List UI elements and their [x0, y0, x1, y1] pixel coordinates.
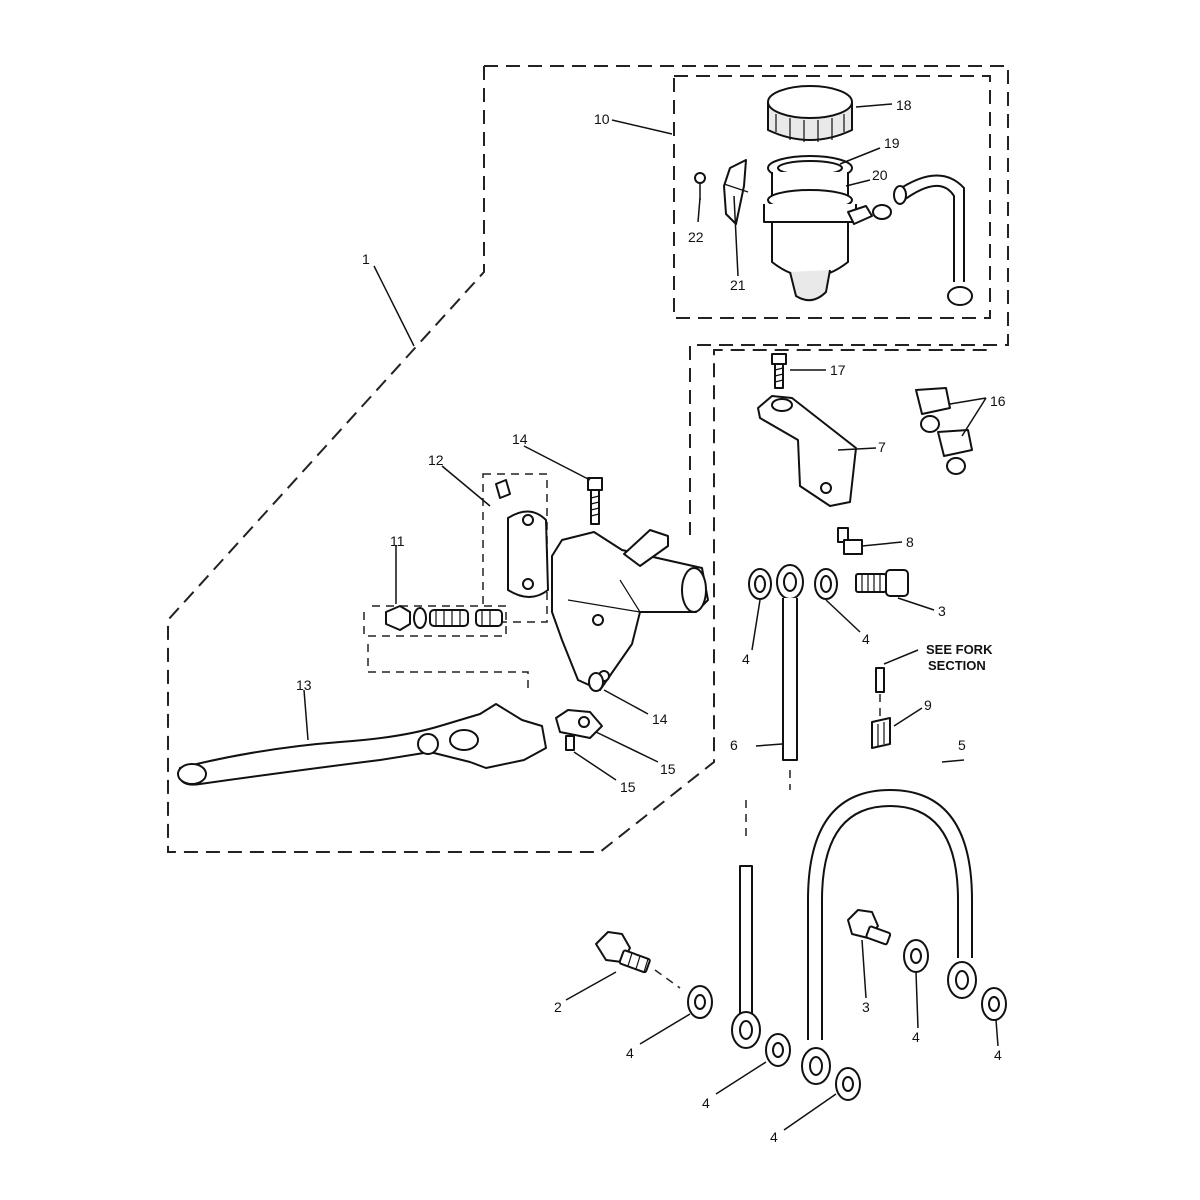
- callout-4-lower-1: 4: [626, 1045, 634, 1061]
- callout-12: 12: [428, 452, 444, 468]
- pivot-nut: [588, 672, 604, 692]
- brake-lever: [177, 703, 547, 786]
- callout-8: 8: [906, 534, 914, 550]
- callout-2: 2: [554, 999, 562, 1015]
- callout-9: 9: [924, 697, 932, 713]
- callout-11: 11: [390, 533, 405, 549]
- bracket-bolt-lower: [837, 527, 863, 555]
- pivot-screw: [565, 735, 575, 751]
- callout-17: 17: [830, 362, 846, 378]
- callout-18: 18: [896, 97, 912, 113]
- callout-5: 5: [958, 737, 966, 753]
- reservoir-body: [763, 172, 873, 302]
- callout-16: 16: [990, 393, 1006, 409]
- bracket-bolt-upper: [771, 353, 787, 389]
- fork-section-note-line2: SECTION: [928, 658, 986, 673]
- callout-4-lower-2: 4: [702, 1095, 710, 1111]
- brake-hose-6: [745, 564, 804, 842]
- callout-20: 20: [872, 167, 888, 183]
- assembly-1-boundary: [167, 65, 1009, 853]
- banjo-bolt-3-lower: [847, 909, 892, 946]
- fork-screw: [875, 667, 885, 716]
- reservoir-kit-boundary: [673, 75, 991, 319]
- callout-21: 21: [730, 277, 746, 293]
- clamp-screw-small: [495, 479, 511, 499]
- callout-15-left: 15: [620, 779, 636, 795]
- callout-3-upper: 3: [938, 603, 946, 619]
- brake-hose-5: [801, 788, 977, 1085]
- piston-spring-set: [385, 605, 503, 631]
- hose-6-lower: [731, 865, 761, 1049]
- hose-clip-lower: [947, 286, 973, 306]
- reservoir-hose: [893, 174, 965, 282]
- master-cylinder-body: [551, 529, 709, 691]
- banjo-bolt-3-upper: [855, 569, 909, 597]
- callout-1: 1: [362, 251, 370, 267]
- piston-kit-boundary: [363, 605, 529, 690]
- callout-3-lower: 3: [862, 999, 870, 1015]
- fork-clip-upper: [915, 387, 951, 433]
- callout-19: 19: [884, 135, 900, 151]
- callout-22: 22: [688, 229, 704, 245]
- hose-exit-line: [654, 969, 681, 989]
- callout-4-upper-left: 4: [742, 651, 750, 667]
- reservoir-screw: [694, 172, 706, 200]
- callout-4-upper-right: 4: [862, 631, 870, 647]
- washer-row-1: [748, 568, 838, 600]
- clamp-bolt: [587, 477, 603, 525]
- reservoir-cap: [767, 85, 853, 142]
- clamp-kit-boundary: [482, 473, 548, 623]
- callout-7: 7: [878, 439, 886, 455]
- clamp: [507, 510, 549, 598]
- reservoir-bracket: [723, 159, 749, 225]
- callout-15-right: 15: [660, 761, 676, 777]
- fork-section-note-line1: SEE FORK: [926, 642, 993, 657]
- callout-4-lower-3: 4: [770, 1129, 778, 1145]
- callout-10: 10: [594, 111, 610, 127]
- leader-lines: [303, 103, 999, 1131]
- banjo-bolt-2: [595, 931, 651, 974]
- fork-clip-9: [871, 717, 891, 749]
- callout-6: 6: [730, 737, 738, 753]
- callout-14-upper: 14: [512, 431, 528, 447]
- fork-clip-lower: [937, 429, 973, 475]
- washers-lower: [687, 939, 1007, 1101]
- bracket: [757, 395, 857, 507]
- callout-4-lower-5: 4: [994, 1047, 1002, 1063]
- callout-13: 13: [296, 677, 312, 693]
- callout-14-lower: 14: [652, 711, 668, 727]
- hose-clip-upper: [872, 204, 892, 220]
- callout-4-lower-4: 4: [912, 1029, 920, 1045]
- pivot-pin-plate: [555, 709, 603, 739]
